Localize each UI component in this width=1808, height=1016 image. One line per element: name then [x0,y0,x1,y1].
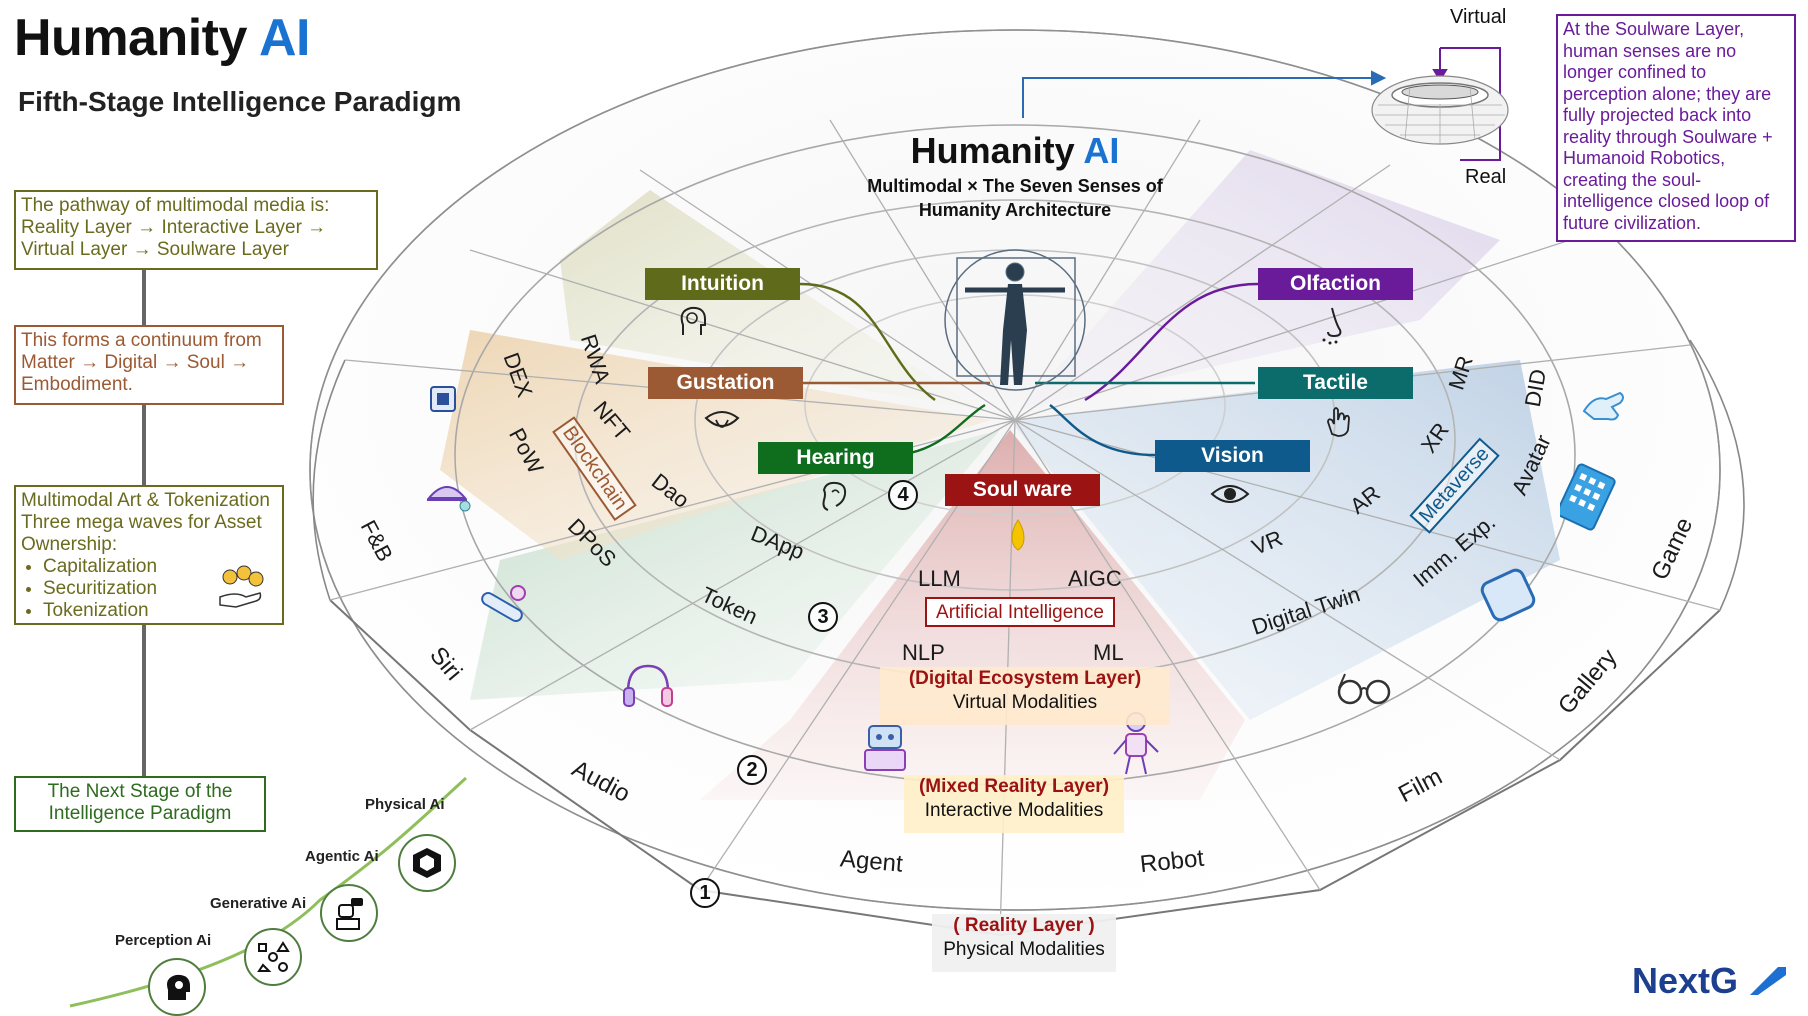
cell-agent: Agent [838,845,904,878]
perception-ai-icon [148,958,206,1016]
real-label: Real [1465,166,1507,188]
stage-label: Perception Ai [115,932,212,949]
sense-gustation: Gustation [648,367,803,399]
vitruvian-man-icon [944,249,1086,391]
sense-hearing: Hearing [758,442,913,474]
virtual-label: Virtual [1450,6,1507,28]
stage-label: Generative Ai [210,895,307,912]
sense-olfaction: Olfaction [1258,268,1413,300]
mouth-icon [704,411,740,428]
ring-number: 1 [690,878,720,908]
keyboard-icon [1560,463,1616,531]
stage-label: Agentic Ai [305,848,379,865]
cell-aigc: AIGC [1068,566,1122,591]
touch-hand-icon [1327,407,1350,437]
glasses-icon [1337,673,1391,705]
tokenization-note: Multimodal Art & Tokenization Three mega… [14,485,284,625]
page-title: Humanity AI [14,9,310,67]
sense-soulware: Soul ware [945,474,1100,506]
cell-llm: LLM [918,566,961,591]
pathway-note: The pathway of multimodal media is: Real… [14,190,378,270]
ear-icon [822,481,847,511]
agentic-ai-icon [320,884,378,942]
center-title: Humanity AI Multimodal × The Seven Sense… [867,130,1163,220]
sense-vision: Vision [1155,440,1310,472]
nextg-arrow-icon [1750,967,1787,995]
ring-number: 2 [737,755,767,785]
ai-box: Artificial Intelligence [925,597,1115,627]
frame-icon [1480,568,1536,622]
head-bulb-icon [680,306,706,335]
generative-ai-icon [244,928,302,986]
physical-ai-icon [398,834,456,892]
cell-nlp: NLP [902,640,945,665]
chip-icon [430,386,456,412]
ring-number: 3 [808,602,838,632]
eye-icon [1210,485,1250,503]
nose-icon [1322,307,1342,345]
continuum-note: This forms a continuum from Matter → Dig… [14,325,284,405]
robot-agent-icon [864,725,906,771]
soulware-note: At the Soulware Layer, human senses are … [1556,14,1796,242]
reality-layer: ( Reality Layer )Physical Modalities [932,914,1116,972]
headphones-icon [623,664,673,707]
flame-icon [1011,519,1025,551]
page-subtitle: Fifth-Stage Intelligence Paradigm [18,86,462,117]
digital-ecosystem-layer: (Digital Ecosystem Layer)Virtual Modalit… [880,667,1170,725]
cell-ml: ML [1093,640,1124,665]
coins-hand-icon [219,565,264,608]
stage-label: Physical Ai [365,796,445,813]
list-item: Tokenization [43,600,277,622]
list-item: Securitization [43,578,277,600]
food-service-icon [426,486,471,512]
microphone-icon [481,585,526,622]
ring-number: 4 [888,480,918,510]
mixed-reality-layer: (Mixed Reality Layer)Interactive Modalit… [904,775,1124,833]
sense-intuition: Intuition [645,268,800,300]
sense-tactile: Tactile [1258,367,1413,399]
next-stage-note: The Next Stage of the Intelligence Parad… [14,776,266,832]
torus-icon [1371,75,1509,145]
list-item: Capitalization [43,556,277,578]
touch-gesture-icon [1582,391,1624,421]
nextg-logo: NextG [1632,960,1788,1002]
